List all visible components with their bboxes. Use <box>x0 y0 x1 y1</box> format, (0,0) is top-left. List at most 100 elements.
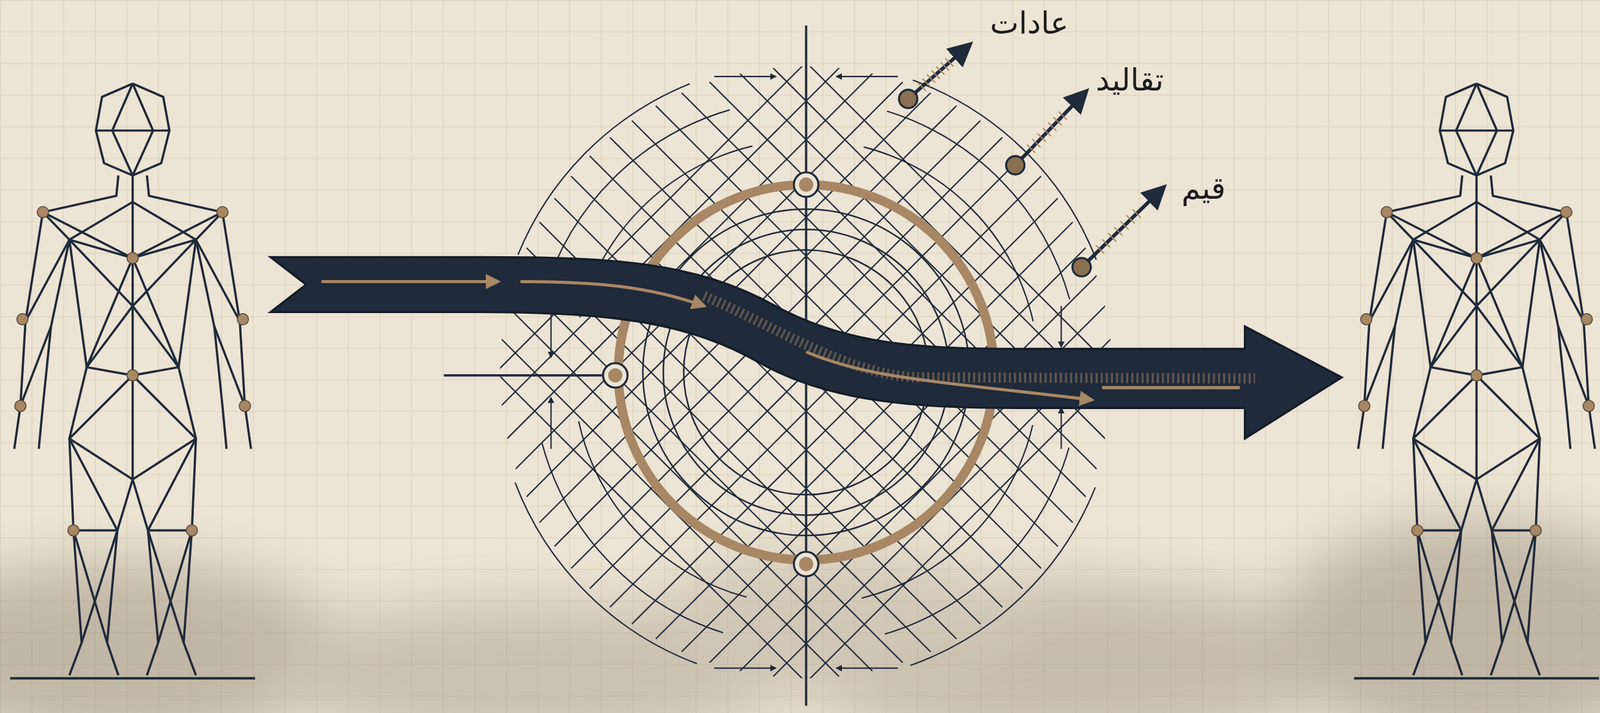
ground-line <box>10 677 256 680</box>
joint-dot <box>239 400 251 412</box>
pointer-tick <box>926 74 935 83</box>
pointer-tick <box>1032 139 1041 148</box>
wire-line <box>157 530 192 643</box>
pointer-tick <box>1132 209 1141 218</box>
joint-dot <box>67 524 79 536</box>
pointer-tick <box>945 58 954 67</box>
wire-line <box>132 201 227 450</box>
wire-line <box>132 212 223 368</box>
wire-line <box>96 83 133 176</box>
wire-line <box>81 530 117 643</box>
pointer-arrow <box>1081 187 1164 268</box>
flow-band <box>270 256 1342 439</box>
pointer-tick <box>1126 215 1135 224</box>
human-figures <box>10 83 1600 680</box>
pointer-tick <box>936 66 945 75</box>
wire-line <box>1491 530 1528 643</box>
joint-dot <box>1530 524 1542 536</box>
diagonal-grid <box>87 0 1525 713</box>
outer-arc <box>515 482 697 664</box>
wire-line <box>1491 438 1540 531</box>
wire-line <box>1502 530 1536 643</box>
value-label: عادات <box>989 6 1069 42</box>
pointer-tick <box>1101 239 1110 248</box>
wire-line <box>1358 175 1463 450</box>
inward-tick <box>837 668 899 670</box>
wire-line <box>1540 239 1585 322</box>
joint-dot <box>1470 370 1482 382</box>
joint-dot <box>1380 206 1392 218</box>
wire-line <box>1417 530 1451 643</box>
circular-grid <box>87 0 1525 713</box>
pointer-tick <box>1114 227 1123 236</box>
wire-line <box>1425 530 1462 643</box>
inward-tick <box>714 668 776 670</box>
wire-line <box>1476 212 1567 259</box>
wire-line <box>14 175 119 450</box>
wire-line <box>1382 201 1477 450</box>
wire-line <box>132 479 159 676</box>
pointer-tick <box>1120 221 1129 230</box>
axis-node <box>793 172 819 198</box>
wire-line <box>132 212 223 259</box>
axis-node <box>603 363 628 388</box>
wire-line <box>1439 129 1477 133</box>
wire-line <box>1413 258 1477 480</box>
wire-line <box>1476 258 1540 480</box>
outer-arc <box>542 443 724 634</box>
wire-line <box>195 239 240 322</box>
wire-line <box>1476 83 1514 176</box>
wire-line <box>1413 438 1462 531</box>
wire-line <box>132 129 170 133</box>
wire-line <box>146 175 251 450</box>
wire-line <box>132 83 170 176</box>
inward-tick <box>1060 408 1062 450</box>
smoke <box>0 520 1600 713</box>
joint-dot <box>1360 313 1372 325</box>
outer-arc <box>910 487 1096 666</box>
wire-line <box>132 258 196 480</box>
human-figure <box>1354 83 1599 680</box>
outer-arc <box>861 425 1033 599</box>
wire-line <box>25 239 70 322</box>
axis-node <box>793 551 819 577</box>
label-pointers <box>898 44 1164 277</box>
joint-dot <box>17 313 29 325</box>
joint-dot <box>37 206 49 218</box>
wire-line <box>1476 479 1503 676</box>
pointer-dot <box>898 89 918 109</box>
wire-line <box>1476 212 1567 368</box>
wire-line <box>1491 175 1596 450</box>
joint-dot <box>1358 400 1370 412</box>
wire-line <box>1476 129 1514 133</box>
outer-arc <box>884 447 1069 635</box>
inward-tick <box>714 75 776 78</box>
inward-tick <box>1060 305 1062 347</box>
wire-line <box>131 175 134 480</box>
ground-line <box>1354 677 1599 680</box>
pointer-tick <box>1108 233 1117 242</box>
value-label: قيم <box>1181 171 1226 207</box>
flow-stripe <box>806 351 1093 400</box>
outer-arc <box>578 421 748 598</box>
wire-line <box>38 201 133 450</box>
pointer-tick <box>1058 111 1067 120</box>
wire-line <box>73 530 108 643</box>
wire-line <box>1369 239 1414 322</box>
human-figure <box>10 83 256 680</box>
inward-tick <box>837 75 899 78</box>
wire-line <box>148 438 196 531</box>
value-label: تقاليد <box>1095 63 1164 99</box>
joint-dot <box>1582 400 1594 412</box>
outer-arc <box>863 146 1034 322</box>
wire-line <box>69 258 133 480</box>
wire-line <box>214 326 245 407</box>
joint-dot <box>1411 524 1423 536</box>
outer-arc <box>518 83 691 256</box>
pointer-tick <box>1027 145 1036 153</box>
pointer-tick <box>922 78 931 87</box>
wire-line <box>1451 479 1478 676</box>
flow-stripe <box>1101 386 1240 390</box>
flow-arrow <box>270 256 1342 439</box>
